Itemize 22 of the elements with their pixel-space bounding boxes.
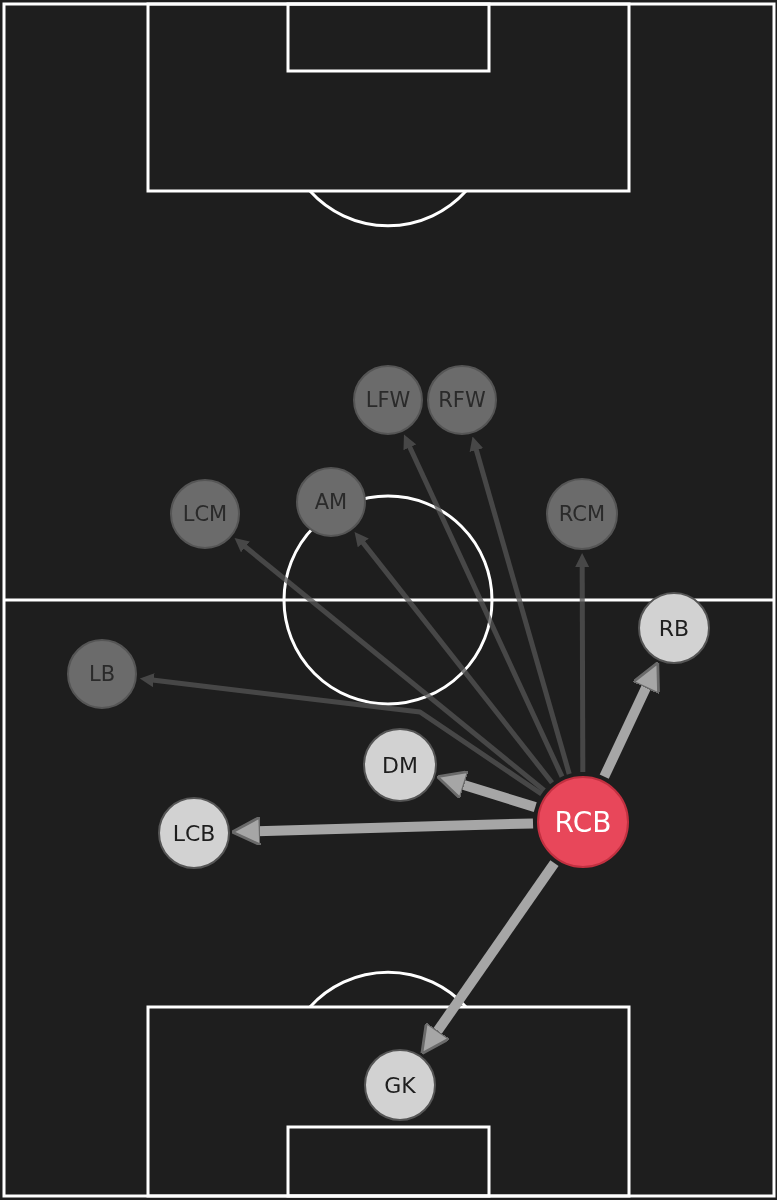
player-label: RCB [554, 805, 612, 839]
pass-arrow [469, 436, 572, 775]
pass-arrow [234, 538, 546, 793]
player-label: AM [314, 490, 348, 514]
player-label: RCM [558, 502, 606, 526]
pass-arrow [575, 553, 590, 772]
player-label: LCB [172, 820, 216, 846]
pass-arrow [139, 673, 543, 797]
player-label: RB [658, 615, 690, 641]
pass-arrow [403, 434, 565, 778]
pass-arrow [230, 815, 534, 847]
player-label: GK [384, 1072, 416, 1098]
pass-arrow [354, 531, 555, 785]
pass-arrow [436, 770, 537, 812]
player-label: DM [382, 752, 418, 778]
player-label: LB [88, 662, 116, 686]
pass-arrow [420, 860, 559, 1056]
player-label: LFW [365, 388, 411, 412]
player-circle [537, 776, 629, 868]
player-label: RFW [438, 388, 486, 412]
player-label: LCM [182, 502, 228, 526]
pass-arrow [599, 661, 660, 779]
